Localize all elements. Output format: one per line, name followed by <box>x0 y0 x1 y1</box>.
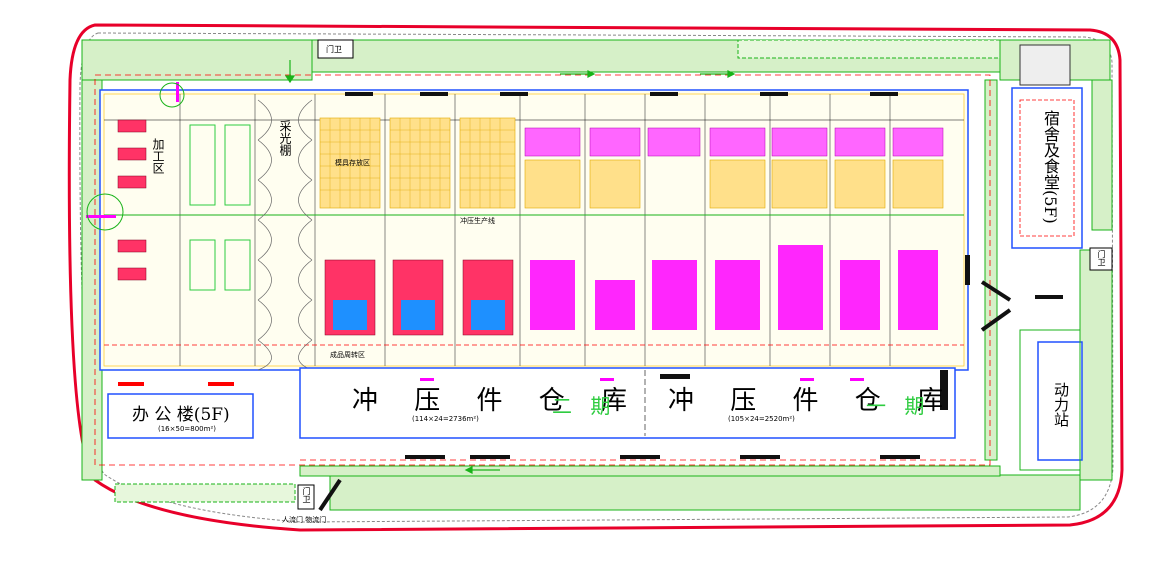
guard-top-label: 门卫 <box>326 45 342 54</box>
rack-grid <box>320 118 515 208</box>
warehouse-right-dims: (105×24=2520m²) <box>728 415 795 423</box>
skylight-shed-title: 采光棚 <box>278 120 292 156</box>
press-machines <box>324 245 938 336</box>
warehouse-title-phase1: 冲 压 件 仓 库 <box>668 386 958 416</box>
dimension-markers <box>420 378 864 381</box>
guard-bottom-label: 门卫 <box>302 487 311 503</box>
mold-area-label: 模具存放区 <box>335 159 370 167</box>
skylight-shed <box>257 99 313 371</box>
processing-machines <box>117 119 147 281</box>
processing-area-title: 加工区 <box>151 138 165 174</box>
power-station-title: 动力站 <box>1052 382 1070 427</box>
warehouse-title-phase2: 冲 压 件 仓 库 <box>352 386 642 416</box>
warehouse-phase1-label: 一 期 <box>866 394 931 418</box>
gate-labels: 人流门 物流门 <box>282 516 327 524</box>
dormitory-title: 宿舍及食堂(5F) <box>1041 110 1060 224</box>
roundabout-left <box>86 193 124 231</box>
guard-house-right <box>1089 247 1113 271</box>
basketball-court <box>1019 44 1071 86</box>
guard-house-bottom <box>297 484 315 510</box>
production-line-label: 冲压生产线 <box>460 217 495 225</box>
office-dims: (16×50=800m²) <box>158 425 216 433</box>
roundabout-top <box>159 82 185 108</box>
traffic-arrows <box>284 60 736 474</box>
dormitory-building <box>1011 87 1083 249</box>
stamped-parts-warehouse <box>299 367 956 439</box>
office-building <box>107 393 254 439</box>
truck-diagonals <box>318 280 1012 512</box>
processing-fixtures <box>189 124 251 291</box>
internal-roads <box>94 74 991 466</box>
die-racks <box>524 127 944 157</box>
office-title: 办 公 楼(5F) <box>132 405 230 425</box>
green-belts <box>81 39 1113 511</box>
warehouse-left-dims: (114×24=2736m²) <box>412 415 479 423</box>
warehouse-phase2-label: 二 期 <box>552 394 617 418</box>
parts-area-label: 成品周转区 <box>330 351 365 359</box>
guard-right-label: 门卫 <box>1097 250 1106 266</box>
site-boundary-dashed <box>79 32 1114 523</box>
guard-house-top <box>317 39 354 59</box>
boundary-markers <box>86 82 179 218</box>
power-station <box>1019 329 1083 471</box>
trucks <box>118 92 1063 459</box>
